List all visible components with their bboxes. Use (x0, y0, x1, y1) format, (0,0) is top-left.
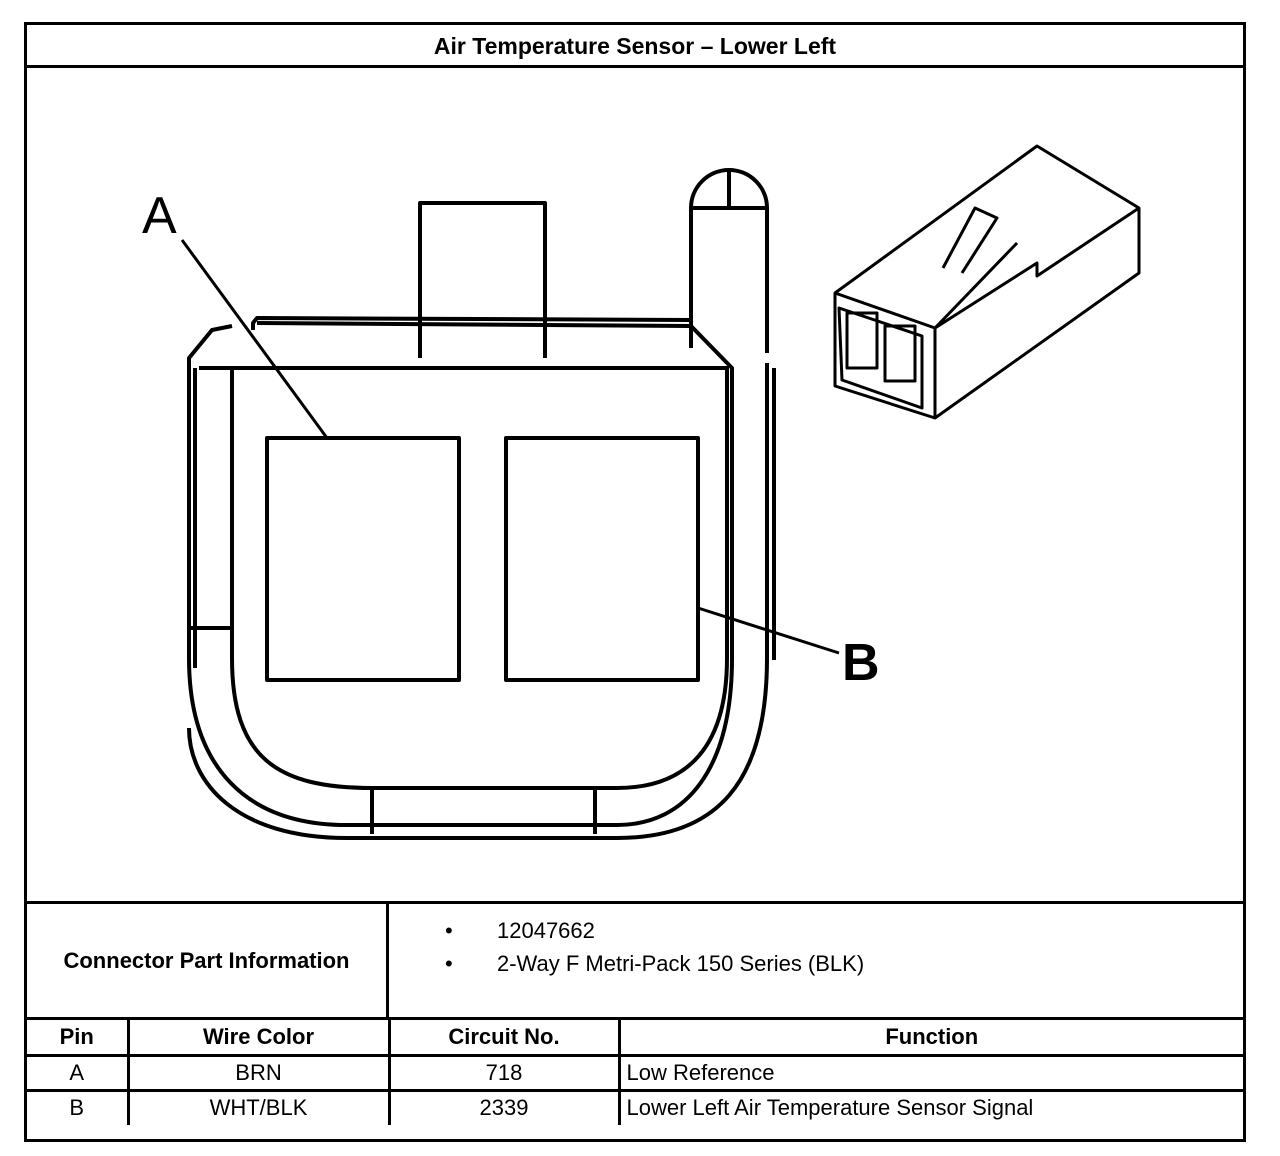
leader-line-b (697, 606, 840, 655)
pin-b-label: B (842, 634, 880, 692)
connector-illustration: A B (142, 144, 1141, 840)
header-circuit-no: Circuit No. (387, 1020, 621, 1057)
connector-info-label: Connector Part Information (27, 904, 389, 1017)
pin-a-cavity (265, 436, 461, 682)
header-pin: Pin (27, 1020, 130, 1057)
connector-info-list: • 12047662 • 2-Way F Metri-Pack 150 Seri… (389, 904, 1243, 1017)
connector-part-information: Connector Part Information • 12047662 • … (27, 901, 1243, 1020)
wire-color-cell: WHT/BLK (126, 1088, 391, 1125)
bullet-icon: • (445, 951, 453, 976)
circuit-cell: 2339 (387, 1088, 621, 1125)
pin-cell: A (27, 1053, 130, 1092)
pin-table: Pin Wire Color Circuit No. Function A BR… (27, 1020, 1243, 1125)
pin-b-cavity (504, 436, 700, 682)
header-wire-color: Wire Color (126, 1020, 391, 1057)
function-cell: Lower Left Air Temperature Sensor Signal (617, 1088, 1243, 1125)
bullet-icon: • (445, 918, 453, 943)
connector-diagram-frame: Air Temperature Sensor – Lower Left (24, 22, 1246, 1142)
connector-housing-shell (251, 316, 692, 330)
function-cell: Low Reference (617, 1053, 1243, 1092)
circuit-cell: 718 (387, 1053, 621, 1092)
connector-drawing-area: A B (27, 68, 1243, 901)
connector-face (199, 366, 729, 790)
table-row: A BRN 718 Low Reference (27, 1053, 1243, 1092)
table-row: B WHT/BLK 2339 Lower Left Air Temperatur… (27, 1088, 1243, 1125)
part-number: 12047662 (497, 918, 595, 943)
pin-a-label: A (142, 187, 177, 245)
leader-line-a (180, 239, 329, 439)
latch-tab (418, 201, 547, 358)
wire-color-cell: BRN (126, 1053, 391, 1092)
diagram-title: Air Temperature Sensor – Lower Left (27, 25, 1243, 68)
header-function: Function (617, 1020, 1243, 1057)
connector-type: 2-Way F Metri-Pack 150 Series (BLK) (497, 951, 865, 976)
pin-cell: B (27, 1088, 130, 1125)
connector-housing-outer (187, 321, 734, 827)
connector-isometric-view (833, 144, 1141, 420)
pin-table-header: Pin Wire Color Circuit No. Function (27, 1020, 1243, 1057)
bottom-key (370, 788, 597, 834)
